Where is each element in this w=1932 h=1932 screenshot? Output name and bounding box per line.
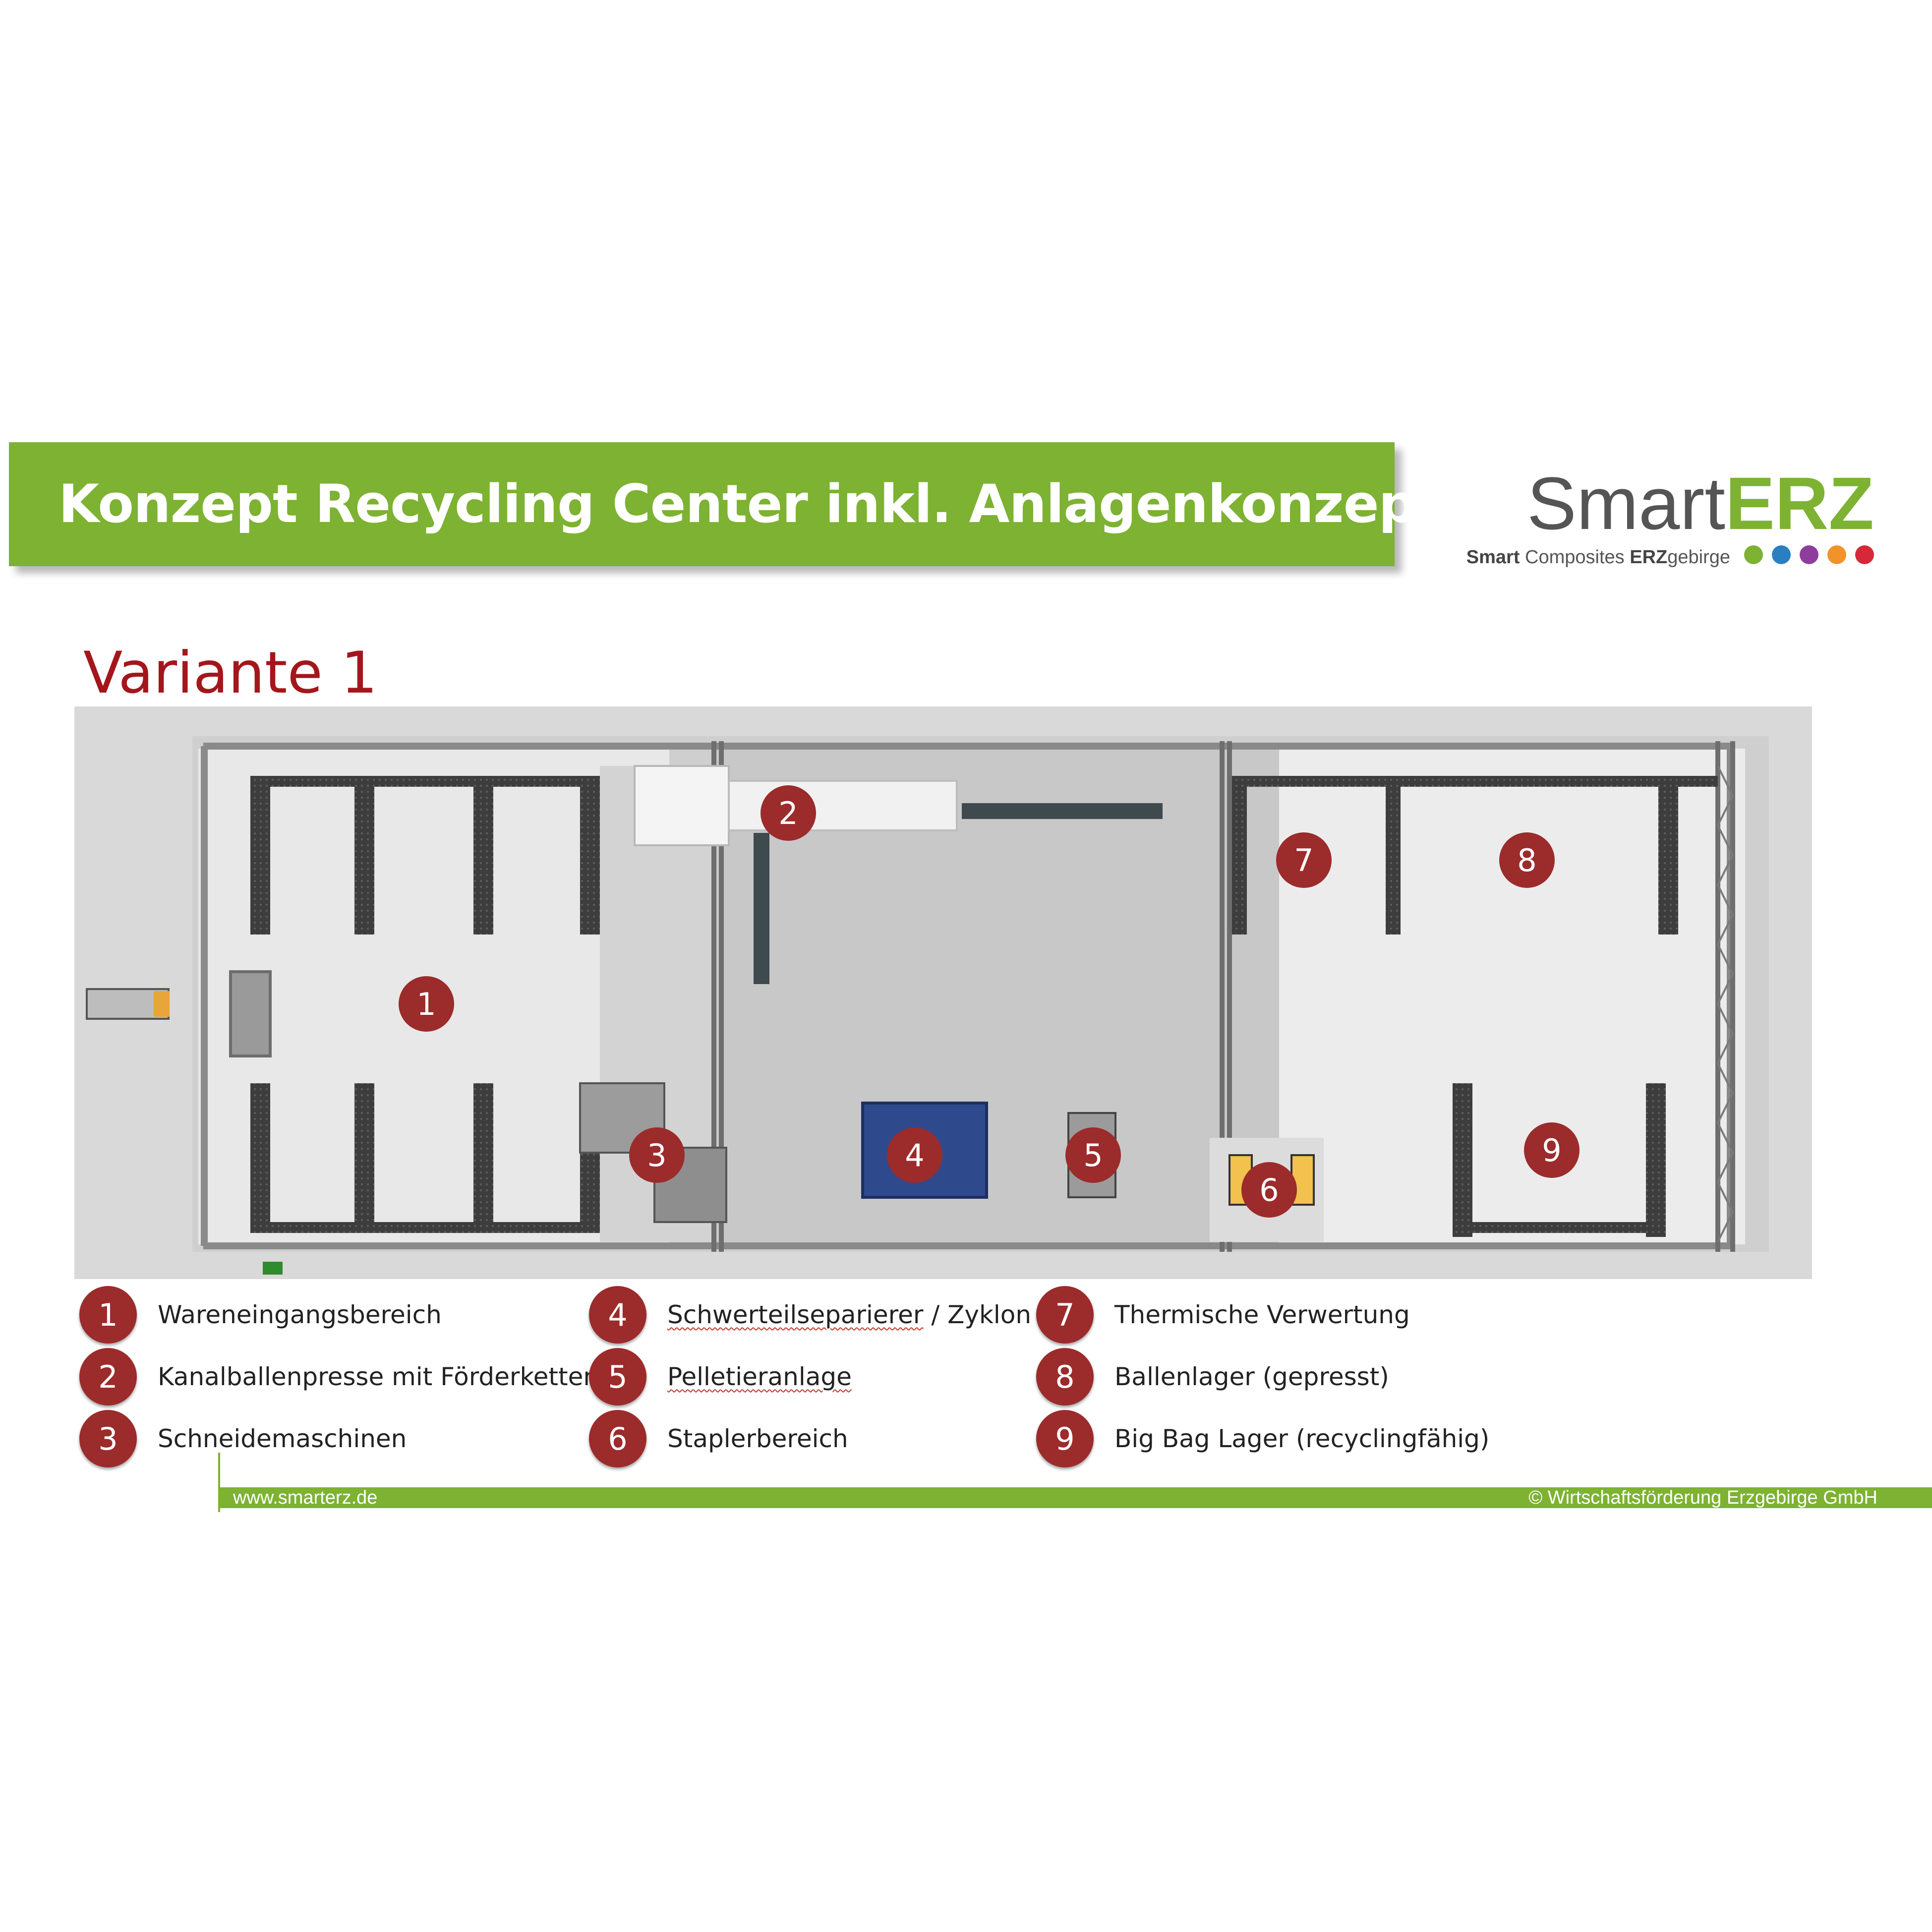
logo-tag-smart: Smart	[1466, 546, 1520, 568]
logo-dot-3	[1800, 545, 1818, 564]
page-title: Konzept Recycling Center inkl. Anlagenko…	[59, 473, 1441, 534]
floor-marker-circle-5	[1065, 1127, 1121, 1183]
floor-marker-circle-2	[761, 785, 816, 841]
legend-item-6: 6 Staplerbereich	[589, 1410, 848, 1467]
legend-item-7: 7 Thermische Verwertung	[1036, 1286, 1410, 1344]
floor-marker-label-5: 5	[1083, 1137, 1103, 1173]
racks-hall-3	[1232, 776, 1718, 1237]
legend-item-8: 8 Ballenlager (gepresst)	[1036, 1348, 1389, 1405]
legend-item-2: 2 Kanalballenpresse mit Förderketten	[79, 1348, 599, 1405]
floor-marker-circle-8	[1499, 832, 1555, 888]
legend-item-3: 3 Schneidemaschinen	[79, 1410, 407, 1467]
logo-word-smart: Smart	[1526, 462, 1725, 545]
logo-word-erz: ERZ	[1725, 462, 1874, 545]
floor-marker-circle-1	[399, 976, 454, 1032]
legend-badge-2: 2	[79, 1348, 137, 1405]
floor-plan-markers: 1 2 3 4 5 6 7 8 9	[399, 785, 1580, 1218]
floor-marker-label-3: 3	[647, 1137, 666, 1173]
legend-label-3: Schneidemaschinen	[158, 1424, 407, 1453]
floor-marker-label-7: 7	[1294, 842, 1313, 878]
logo-tag-composites: Composites	[1525, 546, 1625, 568]
legend-item-9: 9 Big Bag Lager (recyclingfähig)	[1036, 1410, 1489, 1467]
conveyor-chain-horizontal	[962, 803, 1163, 819]
floor-marker-6: 6	[1241, 1162, 1297, 1218]
floor-marker-1: 1	[399, 976, 454, 1032]
legend-label-4-main: Schwerteilseparierer	[667, 1300, 924, 1329]
floor-marker-7: 7	[1276, 832, 1332, 888]
floor-marker-circle-6	[1241, 1162, 1297, 1218]
floor-marker-9: 9	[1524, 1122, 1580, 1178]
floor-marker-circle-3	[629, 1127, 685, 1183]
conveyor-chain-vertical	[754, 833, 769, 984]
logo-dot-2	[1772, 545, 1791, 564]
floor-plan-diagram: 1 2 3 4 5 6 7 8 9	[74, 706, 1812, 1279]
logo-wordmark: SmartERZ	[1527, 466, 1874, 540]
legend-badge-6: 6	[589, 1410, 646, 1467]
floor-marker-circle-9	[1524, 1122, 1580, 1178]
legend-badge-3: 3	[79, 1410, 137, 1467]
racks-hall-1	[250, 776, 600, 1233]
logo-dot-5	[1855, 545, 1874, 564]
legend-label-5-main: Pelletieranlage	[667, 1362, 852, 1391]
legend-label-8: Ballenlager (gepresst)	[1114, 1362, 1389, 1391]
floor-marker-label-6: 6	[1259, 1172, 1279, 1208]
floor-marker-circle-4	[887, 1127, 942, 1183]
legend-badge-9: 9	[1036, 1410, 1094, 1467]
logo-dot-1	[1744, 545, 1763, 564]
legend-item-1: 1 Wareneingangsbereich	[79, 1286, 442, 1344]
floor-marker-label-8: 8	[1517, 842, 1536, 878]
legend-badge-7: 7	[1036, 1286, 1094, 1344]
legend-item-5: 5 Pelletieranlage	[589, 1348, 852, 1405]
legend-label-7: Thermische Verwertung	[1114, 1300, 1410, 1329]
hydrant-icon	[263, 1262, 283, 1275]
floor-marker-label-1: 1	[416, 986, 436, 1022]
logo-tag-erz: ERZ	[1630, 546, 1668, 568]
legend-badge-4: 4	[589, 1286, 646, 1344]
gate-hall-1	[229, 970, 272, 1057]
smarterz-logo: SmartERZ Smart Composites ERZgebirge	[1463, 466, 1879, 585]
logo-tag-gebirge: gebirge	[1667, 546, 1730, 568]
footer-website-link[interactable]: www.smarterz.de	[233, 1487, 378, 1508]
footer-copyright: © Wirtschaftsförderung Erzgebirge GmbH	[1528, 1487, 1877, 1508]
legend-label-6: Staplerbereich	[667, 1424, 848, 1453]
floor-marker-3: 3	[629, 1127, 685, 1183]
logo-dots	[1735, 545, 1874, 569]
legend-badge-1: 1	[79, 1286, 137, 1344]
logo-tagline: Smart Composites ERZgebirge	[1466, 545, 1874, 569]
footer-bar: www.smarterz.de © Wirtschaftsförderung E…	[218, 1487, 1932, 1508]
legend-label-2: Kanalballenpresse mit Förderketten	[158, 1362, 599, 1391]
floor-marker-label-4: 4	[905, 1137, 924, 1173]
legend-label-4: Schwerteilseparierer / Zyklon	[667, 1300, 1031, 1329]
legend-label-9: Big Bag Lager (recyclingfähig)	[1114, 1424, 1490, 1453]
legend-badge-5: 5	[589, 1348, 646, 1405]
legend-badge-8: 8	[1036, 1348, 1094, 1405]
footer-tick	[218, 1453, 220, 1512]
floor-marker-4: 4	[887, 1127, 942, 1183]
floor-marker-2: 2	[761, 785, 816, 841]
baler-press	[634, 765, 730, 846]
legend-label-4-suffix: / Zyklon	[923, 1300, 1032, 1329]
floor-marker-5: 5	[1065, 1127, 1121, 1183]
floor-marker-label-2: 2	[778, 795, 798, 831]
title-banner: Konzept Recycling Center inkl. Anlagenko…	[9, 442, 1441, 566]
floor-marker-8: 8	[1499, 832, 1555, 888]
floor-marker-circle-7	[1276, 832, 1332, 888]
floor-marker-label-9: 9	[1542, 1132, 1561, 1169]
logo-dot-4	[1827, 545, 1846, 564]
legend-item-4: 4 Schwerteilseparierer / Zyklon	[589, 1286, 1031, 1344]
variant-title: Variante 1	[83, 640, 378, 706]
legend-label-5: Pelletieranlage	[667, 1362, 852, 1391]
legend-label-1: Wareneingangsbereich	[158, 1300, 442, 1329]
